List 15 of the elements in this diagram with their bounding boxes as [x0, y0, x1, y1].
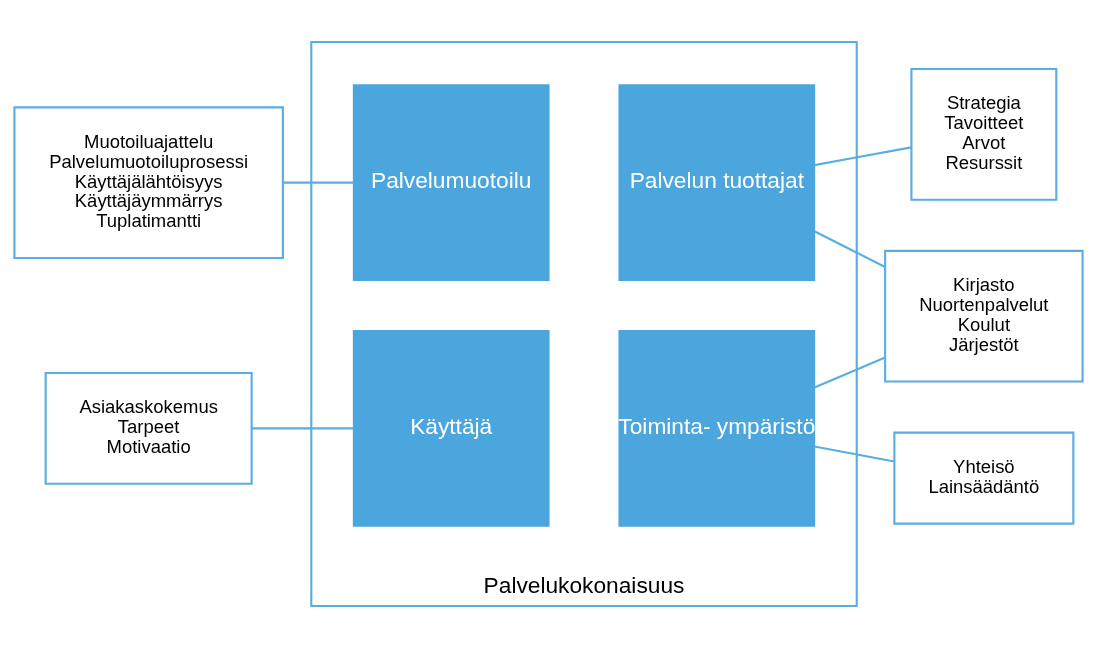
connector: [813, 356, 886, 389]
node-box: Kirjasto Nuortenpalvelut Koulut Järjestöt: [884, 249, 1084, 383]
node-box: Palvelun tuottajat: [618, 84, 816, 282]
node-box: Yhteisö Lainsäädäntö: [893, 431, 1075, 525]
node-box: Toiminta- ympäristö: [618, 330, 816, 527]
connector: [251, 427, 354, 430]
connector: [813, 230, 886, 268]
connector: [814, 445, 895, 463]
node-box: Strategia Tavoitteet Arvot Resurssit: [910, 67, 1058, 201]
node-box: Muotoiluajattelu Palvelumuotoiluprosessi Käyttäjälähtöisyys Käyttäjäymmärrys Tuplatimantti: [13, 106, 284, 259]
node-box: Palvelumuotoilu: [352, 84, 550, 282]
node-box: Asiakaskokemus Tarpeet Motivaatio: [44, 371, 253, 485]
connector: [814, 146, 912, 167]
connector: [283, 181, 354, 184]
node-box: Käyttäjä: [352, 330, 550, 527]
